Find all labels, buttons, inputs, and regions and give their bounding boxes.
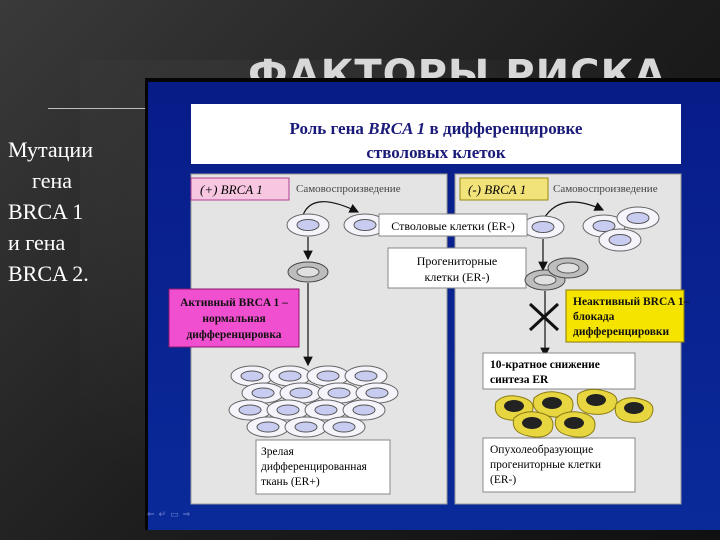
tumor-progenitor-box	[482, 437, 636, 493]
positive-brca1-tag	[190, 177, 290, 201]
mature-tissue-line2: дифференцированная	[261, 461, 368, 473]
mature-cell	[306, 365, 350, 387]
mature-cell	[279, 382, 323, 404]
self-renewal-label-right: Самовоспроизведение	[553, 183, 658, 195]
mature-cell	[304, 399, 348, 421]
nav-back-icon[interactable]: ⇐	[147, 510, 159, 520]
mature-tissue-line3: ткань (ER+)	[261, 476, 320, 488]
mature-cell	[266, 399, 310, 421]
mature-cell	[317, 382, 361, 404]
mature-cell	[355, 382, 399, 404]
progenitor-cells-line1: Прогениторные	[417, 254, 498, 268]
tumor-cell	[512, 411, 554, 438]
stem-cells-label: Стволовые клетки (ER-)	[391, 219, 515, 233]
tumor-cell	[532, 391, 574, 418]
er-drop-line1: 10-кратное снижение	[490, 359, 600, 371]
stem-cell	[286, 213, 330, 237]
active-brca1-box	[168, 288, 300, 348]
left-text-line: гена	[32, 168, 73, 193]
left-text-line: Мутации	[8, 137, 93, 162]
inactive-brca1-line3: дифференцировки	[573, 326, 670, 338]
stem-cell	[598, 228, 642, 252]
nav-menu-icon[interactable]: ▭	[170, 510, 183, 520]
mature-cell	[322, 416, 366, 438]
mature-cell	[342, 399, 386, 421]
tumor-progenitor-line2: прогениторные клетки	[490, 459, 601, 471]
progenitor-cells-box	[387, 247, 527, 289]
progenitor-cells-line2: клетки (ER-)	[425, 270, 490, 284]
nav-forward-icon[interactable]: ↵	[158, 510, 171, 520]
tumor-cell-cluster	[494, 388, 654, 438]
inactive-brca1-box	[565, 289, 685, 343]
tumor-cell	[614, 397, 654, 423]
mature-cell	[344, 365, 388, 387]
mature-cell	[268, 365, 312, 387]
progenitor-cell	[547, 257, 589, 279]
tumor-progenitor-line1: Опухолеобразующие	[490, 444, 593, 456]
stem-cell	[521, 215, 565, 239]
er-drop-line2: синтеза ER	[490, 374, 549, 386]
active-brca1-line3: дифференцировка	[186, 329, 281, 341]
mature-tissue-box	[255, 439, 391, 495]
self-renewal-label-left: Самовоспроизведение	[296, 183, 401, 195]
left-text-line: и гена	[8, 230, 66, 255]
diagram-title-line1: Роль гена BRCA 1 в дифференцировке	[290, 119, 583, 138]
title-underline	[48, 108, 148, 109]
negative-brca1-tag	[459, 177, 549, 201]
mature-tissue-line1: Зрелая	[261, 446, 294, 458]
stem-cell	[616, 206, 660, 230]
stem-cell	[343, 213, 387, 237]
mature-cell	[284, 416, 328, 438]
slide-nav-controls: ⇐↵▭⇒	[147, 510, 194, 520]
mature-cell	[241, 382, 285, 404]
positive-brca1-label: (+) BRCA 1	[200, 182, 263, 197]
left-text-line: BRCA 1	[8, 199, 84, 224]
mature-cell-cluster	[228, 365, 399, 438]
brca-diagram-panel: Роль гена BRCA 1 в дифференцировке ствол…	[145, 78, 720, 530]
nav-slide-icon[interactable]: ⇒	[182, 510, 195, 520]
tumor-progenitor-line3: (ER-)	[490, 474, 516, 486]
negative-brca1-label: (-) BRCA 1	[468, 182, 526, 197]
tumor-cell	[554, 411, 596, 438]
diagram-title-band	[191, 104, 681, 164]
progenitor-cell	[287, 261, 329, 283]
diagram-title-line2: стволовых клеток	[366, 143, 506, 162]
left-text-block: Мутации гена BRCA 1 и гена BRCA 2.	[8, 134, 148, 289]
er-drop-box	[482, 352, 636, 390]
tumor-cell	[576, 388, 618, 415]
inactive-brca1-line1: Неактивный BRCA 1–	[573, 296, 690, 308]
inactive-brca1-line2: блокада	[573, 311, 615, 323]
active-brca1-line1: Активный BRCA 1 –	[180, 297, 288, 309]
active-brca1-line2: нормальная	[202, 313, 265, 325]
self-renewal-arrow-left	[302, 201, 360, 216]
stem-cells-box	[378, 213, 528, 237]
brca-diagram: Роль гена BRCA 1 в дифференцировке ствол…	[168, 104, 690, 505]
self-renewal-arrow-right	[542, 201, 605, 221]
block-x-icon	[528, 302, 560, 332]
mature-cell	[246, 416, 290, 438]
left-text-line: BRCA 2.	[8, 261, 89, 286]
